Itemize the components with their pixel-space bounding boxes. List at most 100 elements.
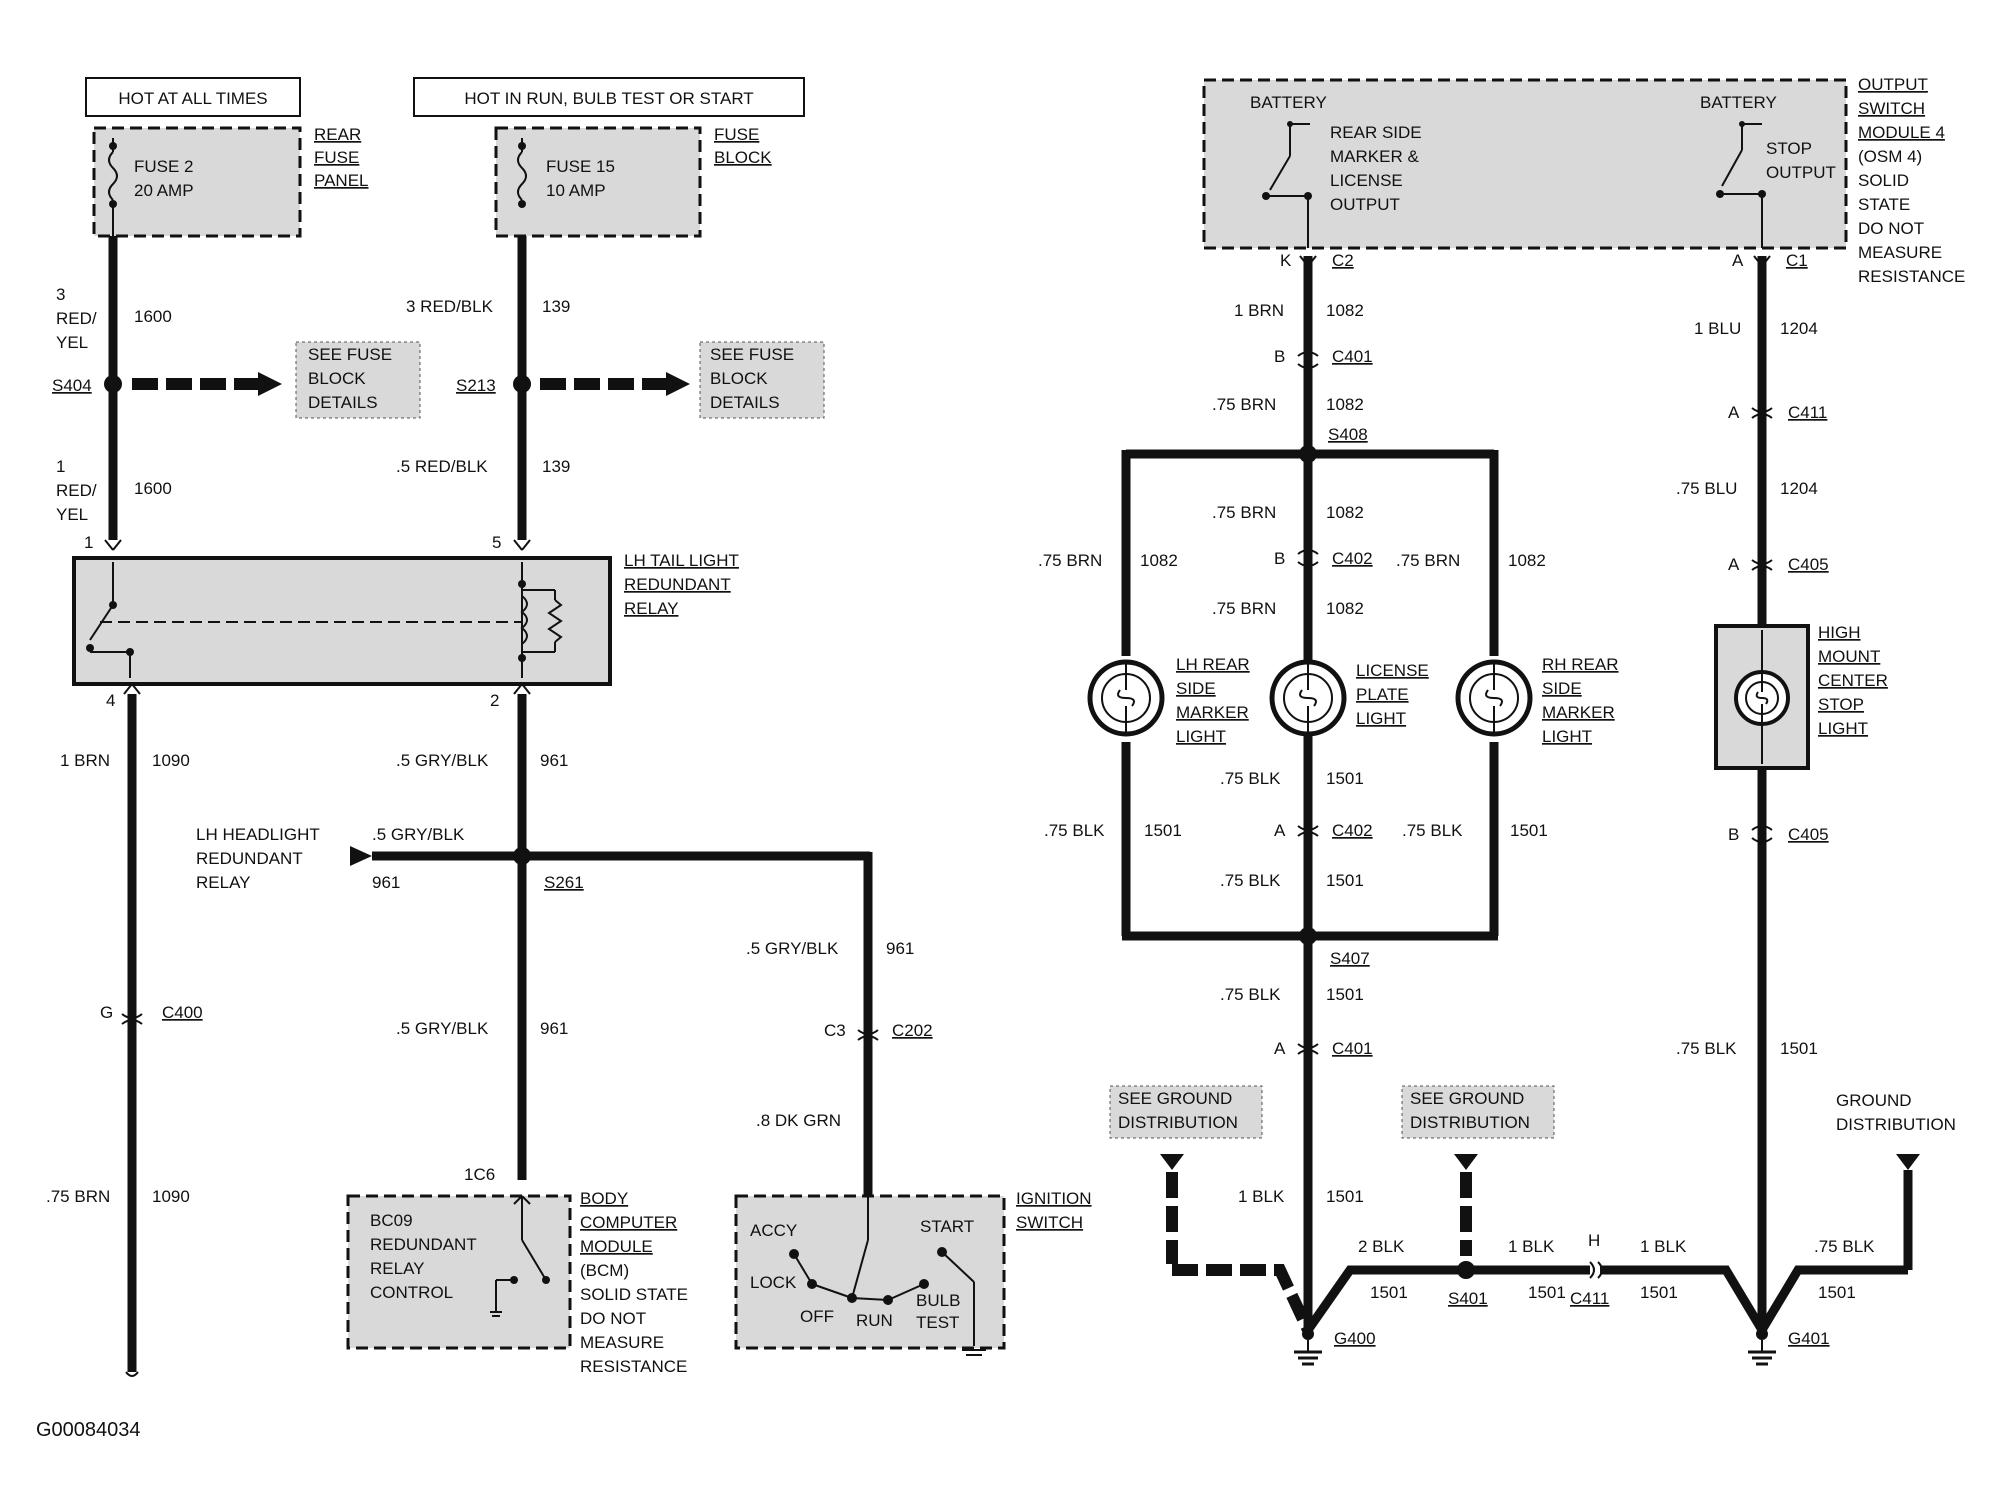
bcm-name-2: COMPUTER [580,1213,677,1232]
lh-headlight-relay-1: LH HEADLIGHT [196,825,320,844]
wire-1600-gauge: 3 [56,285,65,304]
high-mount-label-2: MOUNT [1818,647,1880,666]
splice-s401-label: S401 [1448,1289,1488,1308]
fuse-block-label-1: FUSE [714,125,759,144]
hot-in-run-label: HOT IN RUN, BULB TEST OR START [413,77,805,117]
connector-c1: C1 [1786,251,1808,270]
bcm-note-2: SOLID STATE [580,1285,688,1304]
splice-s404 [104,375,122,393]
svg-text:DISTRIBUTION: DISTRIBUTION [1118,1113,1238,1132]
wire-1082-label-2: .75 BRN [1212,395,1276,414]
connector-c402-top: C402 [1332,549,1373,568]
wire-1082-circuit-4: 1082 [1326,599,1364,618]
ground-distribution-label-2: DISTRIBUTION [1836,1115,1956,1134]
svg-text:BLOCK: BLOCK [308,369,366,388]
bcm-note-3: DO NOT [580,1309,646,1328]
connector-c411-top: C411 [1788,403,1827,422]
svg-text:SEE GROUND: SEE GROUND [1410,1089,1524,1108]
svg-text:BULB: BULB [916,1291,960,1310]
wire-139-bot-circuit: 139 [542,457,570,476]
wire-lh-ground-circuit: 1501 [1144,821,1182,840]
license-plate-light [1269,659,1347,737]
fuse-2: FUSE 2 20 AMP [92,126,302,238]
wire-1501-label-1: .75 BLK [1220,769,1281,788]
lh-headlight-relay-2: REDUNDANT [196,849,303,868]
svg-text:RUN: RUN [856,1311,893,1330]
svg-text:CONTROL: CONTROL [370,1283,453,1302]
wire-c411-label: 1 BLK [1640,1237,1687,1256]
connector-c411-bot: C411 [1570,1289,1609,1308]
wire-1204-label-1: 1 BLU [1694,319,1741,338]
rh-rear-label-4: LIGHT [1542,727,1592,746]
wire-lh-ground-label: .75 BLK [1044,821,1105,840]
connector-c402-pin-a: A [1274,821,1286,840]
svg-text:FUSE 15: FUSE 15 [546,157,615,176]
license-label-3: LIGHT [1356,709,1406,728]
connector-c405-top: C405 [1788,555,1829,574]
svg-text:STOP: STOP [1766,139,1812,158]
wire-ground-harness-left [1172,1264,1314,1333]
splice-s404-label: S404 [52,376,92,395]
wire-139-top-circuit: 139 [542,297,570,316]
svg-text:DETAILS: DETAILS [308,393,378,412]
figure-id: G00084034 [36,1419,141,1441]
svg-text:DETAILS: DETAILS [710,393,780,412]
see-ground-distribution-2: SEE GROUND DISTRIBUTION [1401,1085,1555,1139]
wire-1082-label-3: .75 BRN [1212,503,1276,522]
bcm-note-4: MEASURE [580,1333,664,1352]
high-mount-label-5: LIGHT [1818,719,1868,738]
svg-text:REDUNDANT: REDUNDANT [370,1235,477,1254]
bcm-note-1: (BCM) [580,1261,629,1280]
svg-text:10 AMP: 10 AMP [546,181,606,200]
fuse-block-label-2: BLOCK [714,148,772,167]
connector-c411-pin-h: H [1588,1231,1600,1250]
svg-text:REAR SIDE: REAR SIDE [1330,123,1422,142]
wire-1501-label-3: .75 BLK [1220,985,1281,1004]
wire-2blk [1304,1265,1466,1333]
wire-lh-feed-label: .75 BRN [1038,551,1102,570]
svg-text:BLOCK: BLOCK [710,369,768,388]
relay-name-2: REDUNDANT [624,575,731,594]
wire-1082-circuit-3: 1082 [1326,503,1364,522]
connector-c2-pin: K [1280,251,1292,270]
connector-c405-bot: C405 [1788,825,1829,844]
bcm-name-3: MODULE [580,1237,653,1256]
svg-text:SEE FUSE: SEE FUSE [308,345,392,364]
osm-note-2: SOLID [1858,171,1909,190]
wire-961-label-3: .5 GRY/BLK [746,939,839,958]
lh-rear-label-3: MARKER [1176,703,1249,722]
wire-139-bot-label: .5 RED/BLK [396,457,488,476]
rh-rear-label-2: SIDE [1542,679,1582,698]
output-switch-module-4: BATTERY BATTERY REAR SIDE MARKER & LICEN… [1202,78,1848,250]
wire-1600-color-1: RED/ [56,309,97,328]
wire-rh-feed-circuit: 1082 [1508,551,1546,570]
wire-c411-circuit: 1501 [1640,1283,1678,1302]
wire-dk-grn-label: .8 DK GRN [756,1111,841,1130]
connector-c401-pin-a: A [1274,1039,1286,1058]
svg-text:FUSE 2: FUSE 2 [134,157,194,176]
wire-139-top-label: 3 RED/BLK [406,297,494,316]
wire-2blk-circuit: 1501 [1370,1283,1408,1302]
ignition-switch: ACCY START LOCK OFF RUN BULB TEST [734,1194,1006,1356]
ground-distribution-label-1: GROUND [1836,1091,1912,1110]
high-mount-label-1: HIGH [1818,623,1861,642]
wire-1082-label-1: 1 BRN [1234,301,1284,320]
lh-rear-label-2: SIDE [1176,679,1216,698]
see-ground-distribution-1: SEE GROUND DISTRIBUTION [1109,1085,1263,1139]
wire-961-circuit-1: 961 [540,751,568,770]
osm-name-2: SWITCH [1858,99,1925,118]
bcm-note-5: RESISTANCE [580,1357,687,1376]
wire-2blk-label: 2 BLK [1358,1237,1405,1256]
wire-1600-circuit: 1600 [134,307,172,326]
high-mount-label-4: STOP [1818,695,1864,714]
wire-1501-label-2: .75 BLK [1220,871,1281,890]
wire-1090-bot-label: .75 BRN [46,1187,110,1206]
svg-text:SEE GROUND: SEE GROUND [1118,1089,1232,1108]
splice-s261-label: S261 [544,873,584,892]
svg-text:START: START [920,1217,974,1236]
osm-note-1: (OSM 4) [1858,147,1922,166]
wire-1204-circuit-1: 1204 [1780,319,1818,338]
relay-pin-5: 5 [492,533,501,552]
wire-1501-circuit-3: 1501 [1326,985,1364,1004]
splice-s407-label: S407 [1330,949,1370,968]
